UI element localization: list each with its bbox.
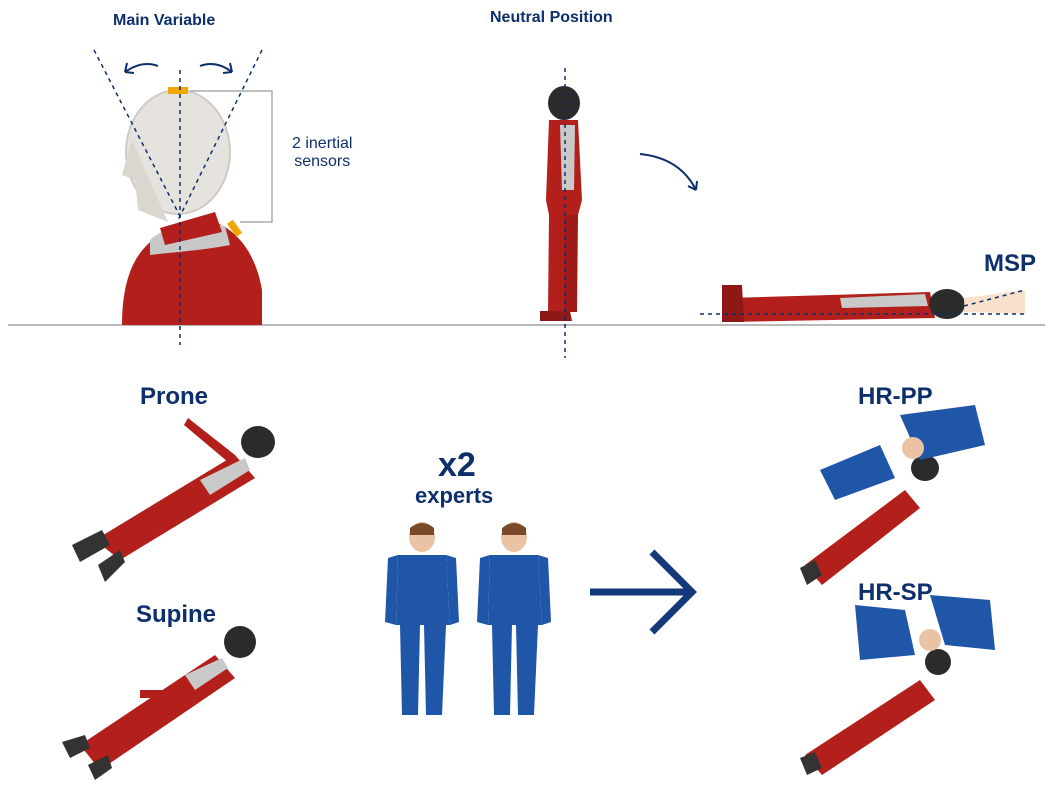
supine-figure bbox=[62, 626, 256, 780]
transition-arrow bbox=[640, 154, 696, 190]
inertial-sensors-label: 2 inertial sensors bbox=[292, 135, 352, 171]
prone-label: Prone bbox=[140, 383, 208, 411]
msp-label: MSP bbox=[984, 250, 1036, 278]
expert-1 bbox=[385, 522, 459, 715]
main-variable-label: Main Variable bbox=[113, 12, 215, 30]
supine-label: Supine bbox=[136, 601, 216, 629]
standing-figure bbox=[540, 68, 582, 358]
neutral-position-label: Neutral Position bbox=[490, 9, 613, 27]
lying-figure bbox=[700, 285, 1025, 322]
head-sensor bbox=[168, 87, 188, 94]
experts-label: experts bbox=[415, 483, 493, 509]
hr-pp-label: HR-PP bbox=[858, 383, 933, 411]
multiplier-label: x2 bbox=[438, 446, 476, 485]
prone-figure bbox=[72, 418, 275, 582]
hr-sp-scene bbox=[800, 595, 995, 775]
expert-2 bbox=[477, 522, 551, 715]
hr-pp-scene bbox=[800, 405, 985, 585]
inertial-sensors-line2: sensors bbox=[292, 153, 352, 171]
hr-sp-label: HR-SP bbox=[858, 579, 933, 607]
head-closeup bbox=[94, 50, 272, 345]
rotate-left-arrow bbox=[125, 64, 158, 72]
rotate-right-arrow bbox=[200, 64, 232, 72]
right-arrow-icon bbox=[590, 552, 692, 632]
inertial-sensors-line1: 2 inertial bbox=[292, 135, 352, 153]
